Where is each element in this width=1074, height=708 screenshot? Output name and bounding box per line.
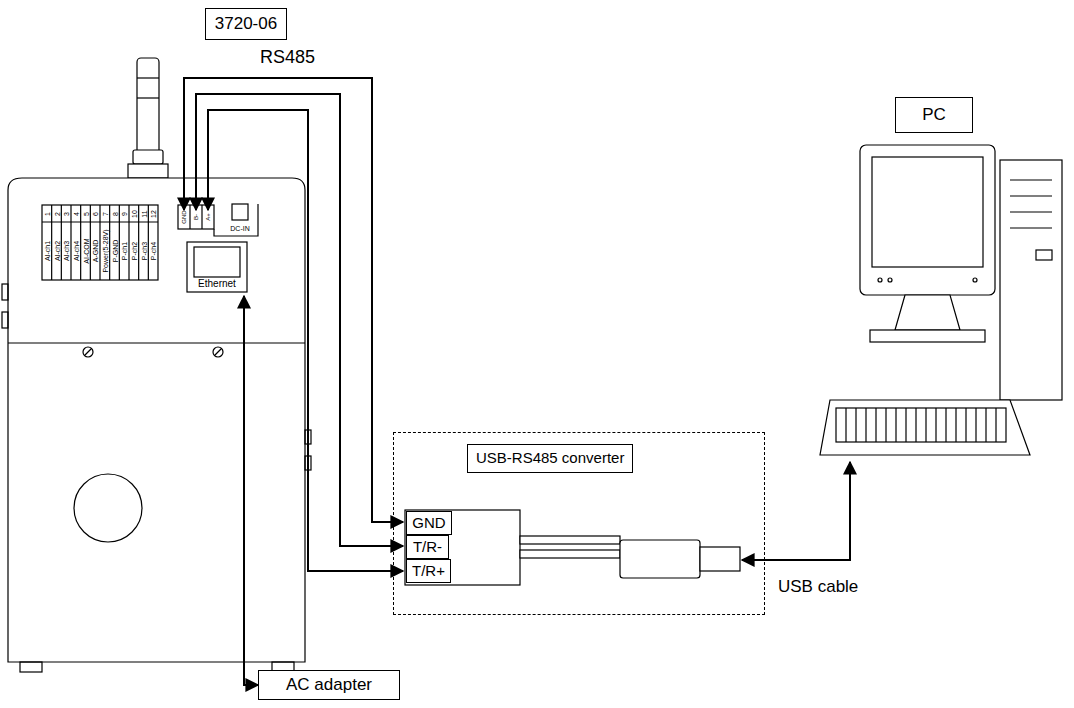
node-text: 3720-06	[215, 15, 277, 34]
terminal-label: B-	[193, 214, 199, 220]
wire-label: RS485	[258, 48, 317, 66]
terminal-cell: GND	[406, 511, 452, 535]
converter-region: USB-RS485 converterGND T/R- T/R+	[393, 432, 765, 615]
converter-drawing	[405, 510, 740, 585]
terminal-label: Power(5-28V)	[101, 229, 108, 272]
node-text: USB-RS485 converter	[467, 444, 633, 473]
rs485-wires	[184, 78, 850, 685]
pc-drawing	[820, 145, 1062, 455]
node-text: AC adapter	[286, 676, 372, 695]
terminal-label: AI-ch2	[53, 241, 60, 261]
terminal-label: P-ch3	[140, 242, 147, 260]
label-box: 3720-06	[205, 8, 287, 40]
terminal-label: 6	[92, 212, 99, 216]
terminal-label: AI-ch3	[63, 241, 70, 261]
terminal-label: 3	[63, 212, 70, 216]
label-box: AC adapter	[258, 670, 400, 700]
terminal-label: A+	[205, 213, 211, 221]
terminal-cell: T/R+	[406, 559, 451, 583]
node-text: T/R+	[412, 563, 445, 580]
terminal-label: GND	[181, 210, 187, 223]
node-text: PC	[922, 106, 946, 125]
terminal-label: 5	[82, 212, 89, 216]
terminal-label: 10	[130, 210, 137, 218]
terminal-label: 7	[101, 212, 108, 216]
terminal-label: AI-ch4	[72, 241, 79, 261]
terminal-label: AI-ch1	[43, 241, 50, 261]
terminal-label: P-ch4	[150, 242, 157, 260]
terminal-label: P-ch2	[130, 242, 137, 260]
port-label: DC-IN	[230, 225, 249, 232]
port-label: Ethernet	[198, 279, 236, 289]
terminal-label: P-GND	[111, 240, 118, 263]
terminal-label: 12	[150, 210, 157, 218]
terminal-cell: T/R-	[406, 535, 449, 559]
wire-label: USB cable	[776, 578, 860, 595]
node-text: GND	[412, 515, 445, 532]
terminal-label: 8	[111, 212, 118, 216]
node-text: T/R-	[413, 539, 442, 556]
terminal-label: AI-COM	[82, 238, 89, 263]
terminal-label: P-ch1	[121, 242, 128, 260]
terminal-label: 4	[72, 212, 79, 216]
terminal-label: 11	[140, 210, 147, 217]
device-drawing	[2, 58, 311, 672]
label-box: PC	[895, 97, 973, 133]
terminal-label: 9	[121, 212, 128, 216]
terminal-label: 2	[53, 212, 60, 216]
terminal-label: 1	[43, 212, 50, 216]
terminal-label: A-GND	[92, 240, 99, 263]
